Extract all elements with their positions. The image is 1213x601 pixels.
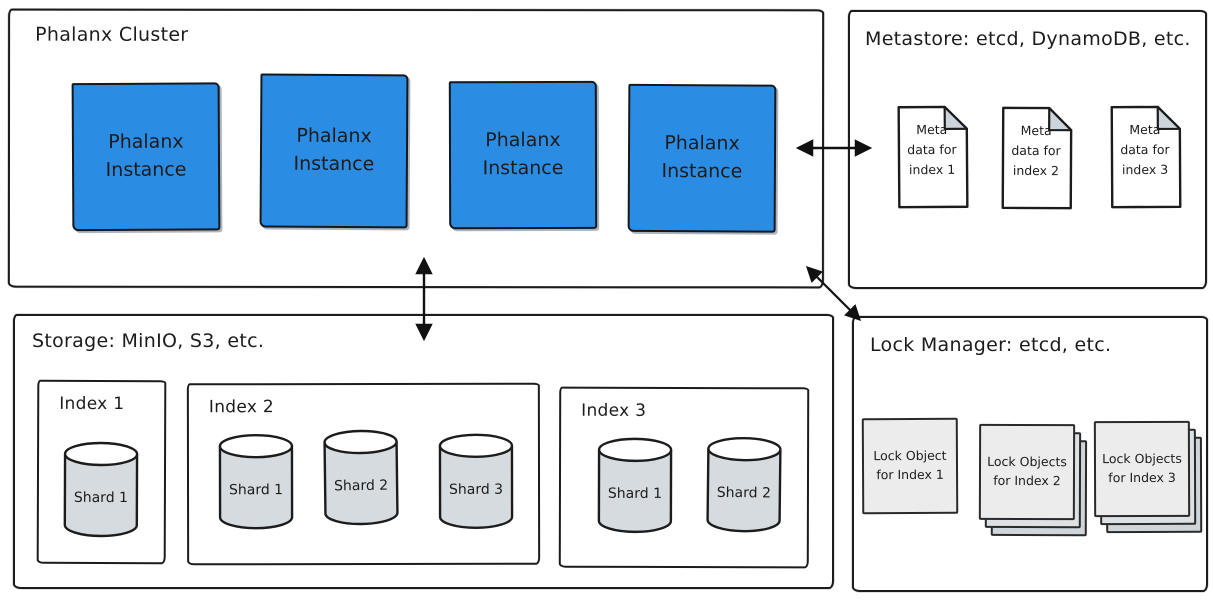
database-cylinder-icon: [438, 433, 514, 529]
document-icon: [1001, 106, 1073, 210]
index-3-shard-1-label: Shard 1: [607, 485, 663, 502]
phalanx-cluster-title: Phalanx Cluster: [35, 23, 189, 46]
lock-object-index-1-label: Lock Object for Index 1: [873, 448, 947, 483]
metadata-doc-3: Meta data for index 3: [1109, 104, 1184, 210]
phalanx-instance-3-label: Phalanx Instance: [482, 129, 564, 180]
index-1-shard-1: Shard 1: [61, 440, 141, 540]
index-2-shard-3: Shard 3: [436, 432, 516, 532]
index-1-label: Index 1: [59, 393, 125, 415]
lock-objects-index-2: Lock Objects for Index 2: [978, 423, 1088, 537]
database-cylinder-icon: [218, 433, 294, 530]
index-1-shard-1-label: Shard 1: [73, 489, 128, 507]
phalanx-instance-4: Phalanx Instance: [627, 83, 777, 233]
lock-manager-title: Lock Manager: etcd, etc.: [870, 334, 1112, 356]
index-2-shard-2-label: Shard 2: [333, 477, 389, 495]
index-2-box: Index 2 Shard 1 Shard 2 Shard 3: [186, 382, 541, 566]
lock-card-face: Lock Objects for Index 3: [1093, 420, 1191, 518]
phalanx-instance-2: Phalanx Instance: [259, 73, 409, 229]
metastore-box: Metastore: etcd, DynamoDB, etc. Meta dat…: [848, 10, 1207, 289]
index-2-label: Index 2: [208, 397, 275, 418]
metadata-doc-2-label: Meta data for index 2: [1011, 122, 1061, 178]
index-3-label: Index 3: [581, 400, 647, 421]
index-1-box: Index 1 Shard 1: [36, 379, 167, 565]
phalanx-instance-4-label: Phalanx Instance: [661, 132, 743, 183]
phalanx-instance-2-label: Phalanx Instance: [293, 125, 375, 176]
phalanx-instance-1: Phalanx Instance: [71, 82, 221, 232]
index-2-shard-2: Shard 2: [320, 428, 401, 529]
database-cylinder-icon: [597, 437, 673, 534]
phalanx-cluster-box: Phalanx Cluster Phalanx Instance Phalanx…: [7, 8, 825, 289]
database-cylinder-icon: [706, 436, 782, 533]
lock-objects-index-2-label: Lock Objects for Index 2: [987, 454, 1067, 489]
index-2-shard-1-label: Shard 1: [228, 482, 284, 499]
document-icon: [1110, 105, 1182, 209]
metadata-doc-3-label: Meta data for index 3: [1120, 121, 1170, 177]
index-2-shard-1: Shard 1: [216, 432, 296, 532]
lock-manager-box: Lock Manager: etcd, etc. Lock Object for…: [852, 316, 1208, 592]
lock-objects-index-3-label: Lock Objects for Index 3: [1102, 451, 1182, 486]
database-cylinder-icon: [63, 441, 139, 538]
document-icon: [897, 105, 969, 209]
database-cylinder-icon: [323, 429, 399, 526]
index-3-shard-1: Shard 1: [595, 436, 675, 536]
metadata-doc-2: Meta data for index 2: [1000, 105, 1075, 211]
lock-object-index-1: Lock Object for Index 1: [861, 417, 959, 515]
lock-card-face: Lock Object for Index 1: [861, 417, 959, 515]
storage-title: Storage: MinIO, S3, etc.: [32, 330, 265, 352]
storage-box: Storage: MinIO, S3, etc. Index 1 Shard 1…: [13, 314, 834, 589]
index-3-box: Index 3 Shard 1 Shard 2: [558, 386, 810, 569]
metadata-doc-1: Meta data for index 1: [896, 104, 971, 211]
metastore-title: Metastore: etcd, DynamoDB, etc.: [865, 28, 1191, 50]
lock-card-face: Lock Objects for Index 2: [978, 423, 1076, 521]
index-3-shard-2: Shard 2: [703, 435, 784, 536]
index-3-shard-2-label: Shard 2: [716, 484, 772, 502]
phalanx-instance-3: Phalanx Instance: [448, 80, 598, 230]
phalanx-instance-1-label: Phalanx Instance: [105, 131, 187, 181]
lock-objects-index-3: Lock Objects for Index 3: [1093, 420, 1203, 534]
index-2-shard-3-label: Shard 3: [448, 481, 504, 498]
metadata-doc-1-label: Meta data for index 1: [907, 121, 957, 177]
